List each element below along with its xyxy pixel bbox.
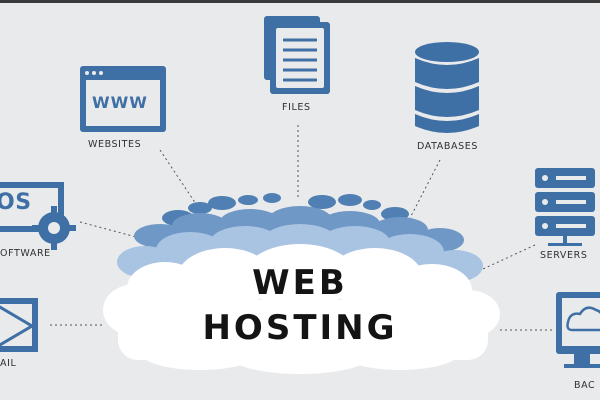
browser-window-icon xyxy=(80,66,166,132)
cloud-backup-monitor-icon xyxy=(556,292,600,368)
websites-label: WEBSITES xyxy=(88,139,142,150)
connector-databases xyxy=(409,159,441,219)
server-stack-icon xyxy=(535,168,595,246)
servers-label: SERVERS xyxy=(540,250,588,261)
connectors xyxy=(50,125,555,331)
connector-software xyxy=(79,221,141,239)
cloud-cluster xyxy=(103,193,500,374)
files-label: FILES xyxy=(282,102,311,113)
connector-websites xyxy=(159,149,201,211)
software-gear-icon xyxy=(0,182,76,250)
top-border xyxy=(0,0,600,3)
software-screen-text: OS xyxy=(0,190,32,215)
software-label: OFTWARE xyxy=(0,248,51,259)
email-label: AIL xyxy=(0,358,17,369)
websites-screen-text: WWW xyxy=(92,93,148,112)
title-line-2: HOSTING xyxy=(202,308,398,348)
documents-icon xyxy=(264,16,330,94)
title-line-1: WEB xyxy=(252,263,348,303)
database-icon xyxy=(415,42,479,133)
databases-label: DATABASES xyxy=(417,141,478,152)
backup-label: BAC xyxy=(574,380,596,391)
connector-servers xyxy=(469,244,536,276)
envelope-icon xyxy=(0,298,38,352)
